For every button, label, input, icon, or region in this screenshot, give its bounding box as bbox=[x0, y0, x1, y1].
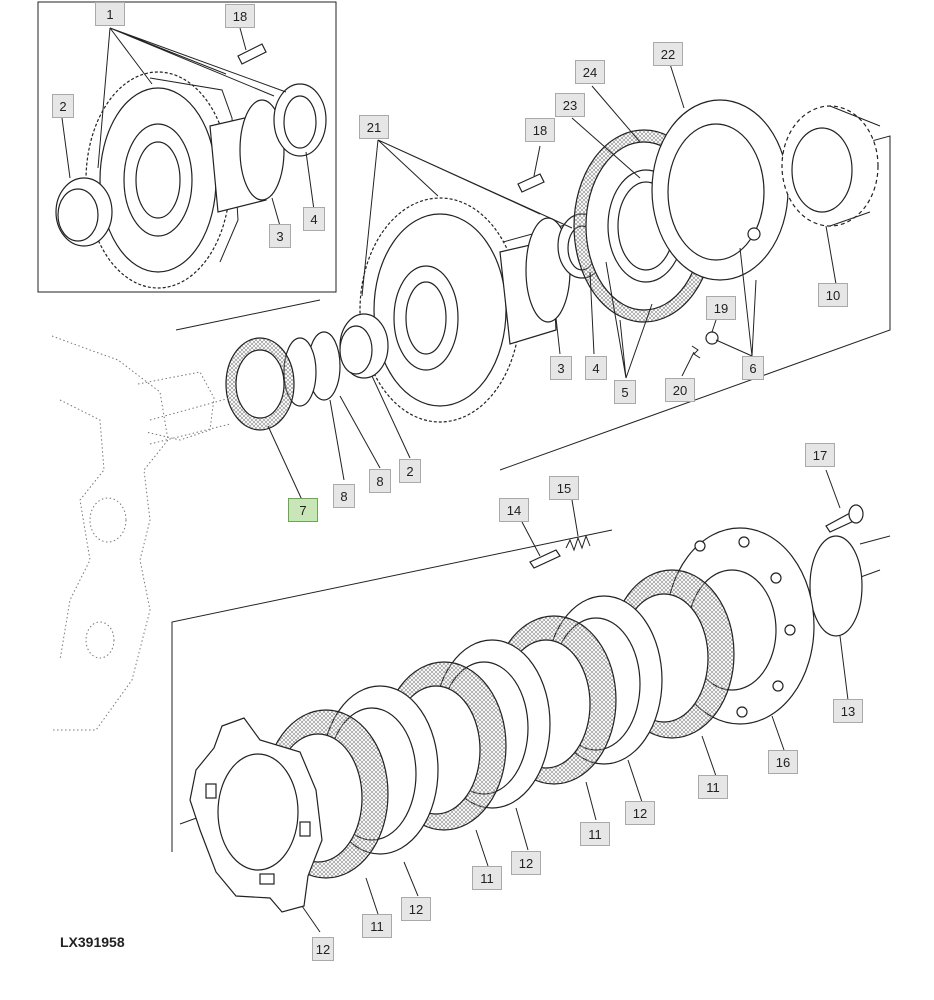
callout-label[interactable]: 14 bbox=[499, 498, 529, 522]
callout-label[interactable]: 21 bbox=[359, 115, 389, 139]
piston-22 bbox=[651, 99, 789, 281]
snap-ring-13 bbox=[809, 535, 863, 637]
callout-label[interactable]: 19 bbox=[706, 296, 736, 320]
callout-label[interactable]: 18 bbox=[525, 118, 555, 142]
hub-10 bbox=[781, 105, 881, 227]
bushing-2 bbox=[339, 313, 389, 379]
callout-label[interactable]: 15 bbox=[549, 476, 579, 500]
callout-label[interactable]: 1 bbox=[95, 2, 125, 26]
lower-leader-lines bbox=[301, 469, 849, 933]
snap-rings-8 bbox=[283, 331, 341, 407]
callout-label[interactable]: 2 bbox=[52, 94, 74, 118]
upper-leader-lines bbox=[267, 63, 837, 501]
callout-label[interactable]: 11 bbox=[472, 866, 502, 890]
inset-ring-4 bbox=[273, 83, 327, 157]
callout-label[interactable]: 10 bbox=[818, 283, 848, 307]
callout-label[interactable]: 16 bbox=[768, 750, 798, 774]
callout-label[interactable]: 12 bbox=[401, 897, 431, 921]
callout-label[interactable]: 18 bbox=[225, 4, 255, 28]
inset-ring-3 bbox=[239, 99, 285, 201]
callout-label[interactable]: 4 bbox=[585, 356, 607, 380]
drawing-code: LX391958 bbox=[60, 934, 125, 950]
ball-19 bbox=[705, 331, 719, 345]
callout-label[interactable]: 12 bbox=[312, 937, 334, 961]
thrust-washer-7 bbox=[225, 337, 295, 431]
pin-14 bbox=[529, 549, 561, 569]
spring-20 bbox=[691, 345, 701, 359]
callout-label[interactable]: 3 bbox=[269, 224, 291, 248]
main-gear bbox=[359, 197, 557, 423]
inset-gear bbox=[85, 71, 267, 289]
callout-label[interactable]: 11 bbox=[362, 914, 392, 938]
lower-frame bbox=[171, 529, 891, 852]
callout-label[interactable]: 13 bbox=[833, 699, 863, 723]
callout-label[interactable]: 12 bbox=[625, 801, 655, 825]
inset-pin bbox=[237, 43, 267, 65]
callout-label[interactable]: 8 bbox=[369, 469, 391, 493]
callout-label[interactable]: 8 bbox=[333, 484, 355, 508]
backing-plate-9 bbox=[189, 717, 323, 913]
callout-label[interactable]: 11 bbox=[580, 822, 610, 846]
spring-15 bbox=[565, 534, 591, 552]
callout-label[interactable]: 4 bbox=[303, 207, 325, 231]
callout-label[interactable]: 17 bbox=[805, 443, 835, 467]
callout-label[interactable]: 23 bbox=[555, 93, 585, 117]
callout-label[interactable]: 11 bbox=[698, 775, 728, 799]
callout-label[interactable]: 20 bbox=[665, 378, 695, 402]
callout-label[interactable]: 22 bbox=[653, 42, 683, 66]
bolt-17 bbox=[825, 504, 864, 533]
callout-label-selected[interactable]: 7 bbox=[288, 498, 318, 522]
callout-label[interactable]: 2 bbox=[399, 459, 421, 483]
callout-label[interactable]: 5 bbox=[614, 380, 636, 404]
shaft bbox=[149, 397, 231, 445]
housing-outline bbox=[51, 335, 215, 731]
callout-label[interactable]: 12 bbox=[511, 851, 541, 875]
callout-label[interactable]: 3 bbox=[550, 356, 572, 380]
inset-bushing bbox=[55, 177, 113, 247]
callout-label[interactable]: 6 bbox=[742, 356, 764, 380]
inset-frame bbox=[37, 1, 337, 293]
pin-18 bbox=[517, 173, 545, 193]
inset-leader-lines bbox=[61, 27, 315, 227]
callout-label[interactable]: 24 bbox=[575, 60, 605, 84]
